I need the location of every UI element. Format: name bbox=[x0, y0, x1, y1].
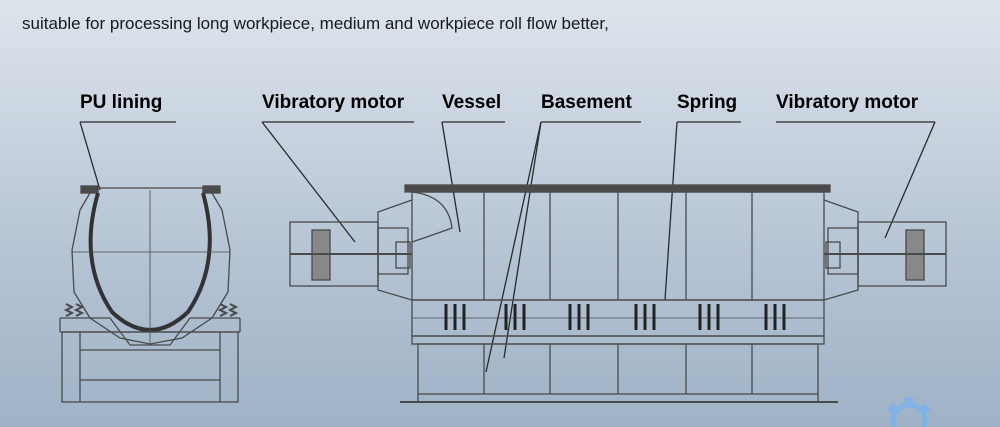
label-vibratory-motor-left: Vibratory motor bbox=[262, 92, 405, 113]
label-vessel: Vessel bbox=[442, 92, 502, 113]
label-vibratory-motor-right: Vibratory motor bbox=[776, 92, 919, 113]
label-spring: Spring bbox=[677, 92, 738, 113]
leader-lines bbox=[79, 121, 936, 373]
gear-icon bbox=[887, 397, 931, 427]
label-basement: Basement bbox=[541, 92, 632, 113]
front-view bbox=[289, 184, 947, 403]
caption-text: suitable for processing long workpiece, … bbox=[22, 14, 609, 33]
side-view bbox=[59, 185, 241, 403]
label-pu-lining: PU lining bbox=[80, 92, 163, 113]
